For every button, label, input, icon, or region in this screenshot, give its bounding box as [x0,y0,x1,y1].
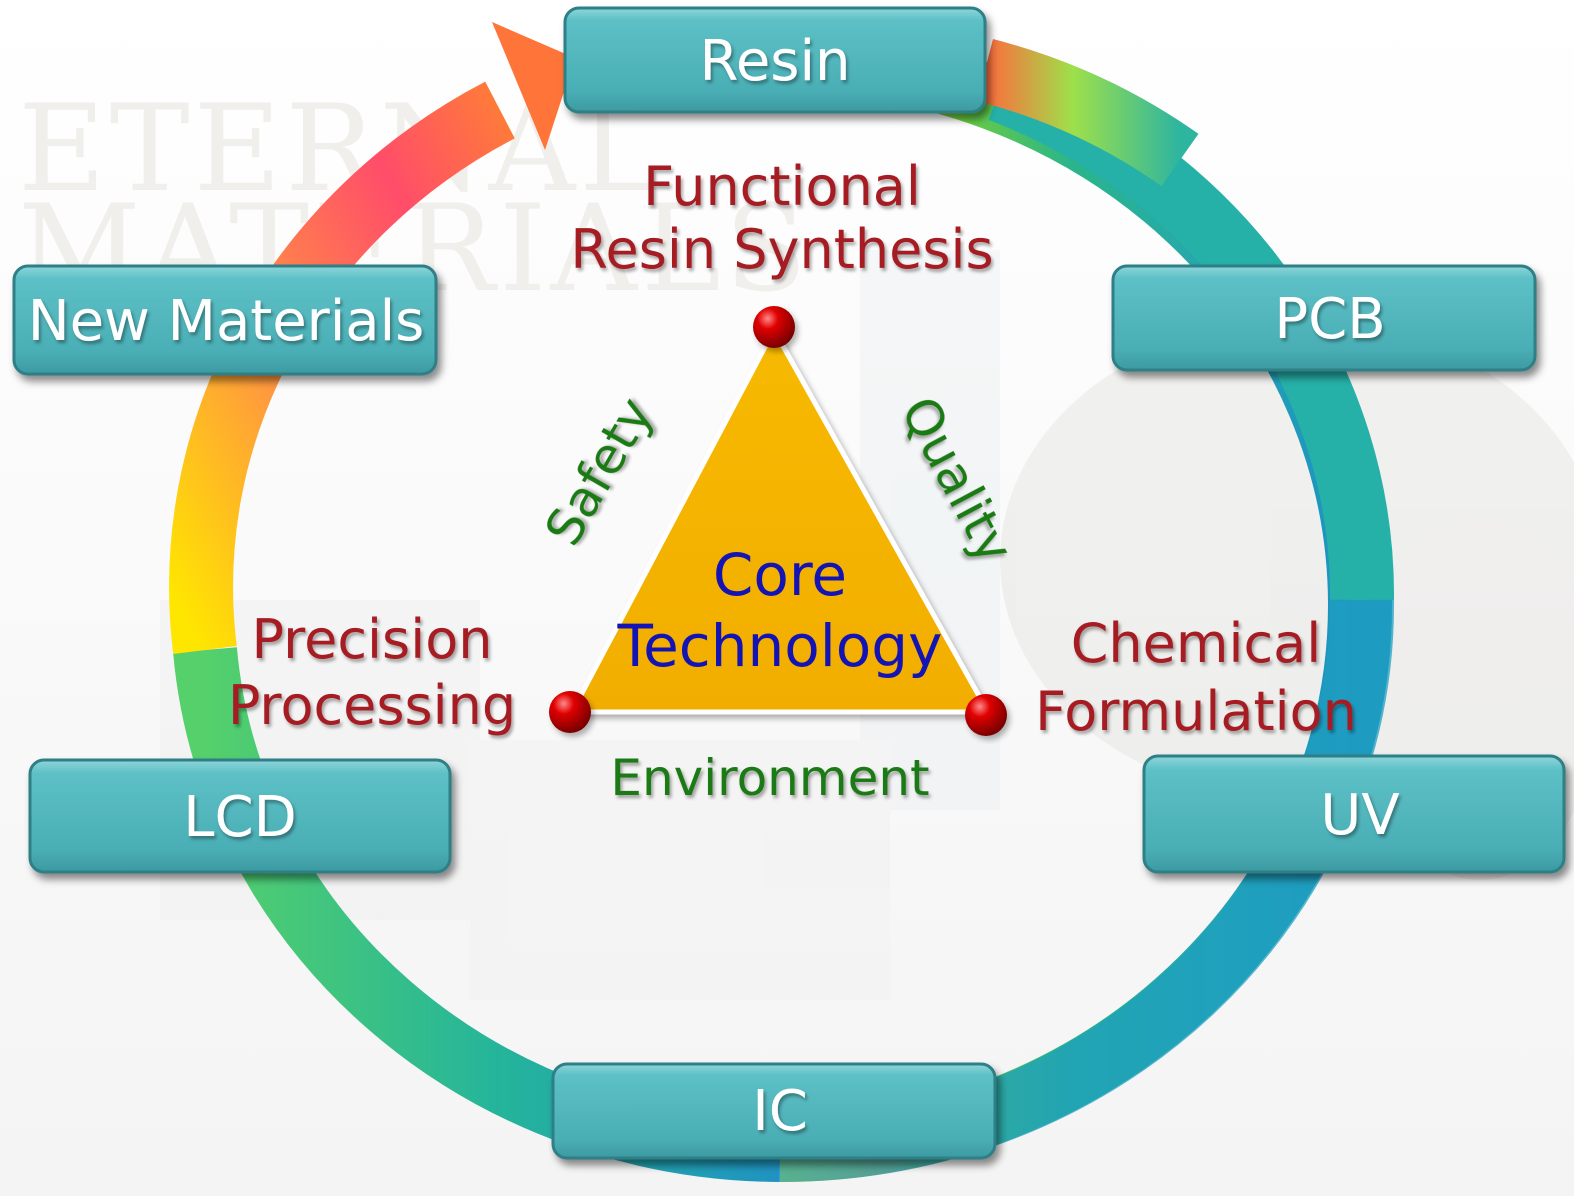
box-new-materials: New Materials [12,264,438,376]
vertex-label-left-line-2: Processing [228,674,516,737]
core-label-line-2: Technology [617,612,943,680]
vertex-label-right-line-1: Chemical [1071,612,1322,675]
box-ic: IC [551,1062,997,1160]
core-triangle [567,324,993,715]
vertex-label-top-line-1: Functional [643,155,921,218]
box-ic-label: IC [752,1079,808,1144]
vertex-label-left-line-1: Precision [252,608,493,671]
box-resin: Resin [563,6,987,114]
box-uv-label: UV [1320,783,1399,848]
vertex-dot-left [549,691,591,733]
box-new-materials-label: New Materials [28,289,425,354]
background-photo [160,250,1574,1000]
box-uv: UV [1142,754,1566,874]
cycle-arrow-head [492,22,575,150]
box-lcd: LCD [28,758,452,874]
side-label-environment: Environment [610,749,929,807]
box-pcb-label: PCB [1274,287,1385,352]
box-resin-label: Resin [699,29,850,94]
box-pcb: PCB [1111,264,1537,372]
vertex-label-top-line-2: Resin Synthesis [570,218,993,281]
vertex-dot-right [965,694,1007,736]
vertex-label-right-line-2: Formulation [1035,680,1357,743]
core-label-line-1: Core [713,541,847,609]
box-lcd-label: LCD [183,785,296,850]
vertex-dot-top [753,306,795,348]
